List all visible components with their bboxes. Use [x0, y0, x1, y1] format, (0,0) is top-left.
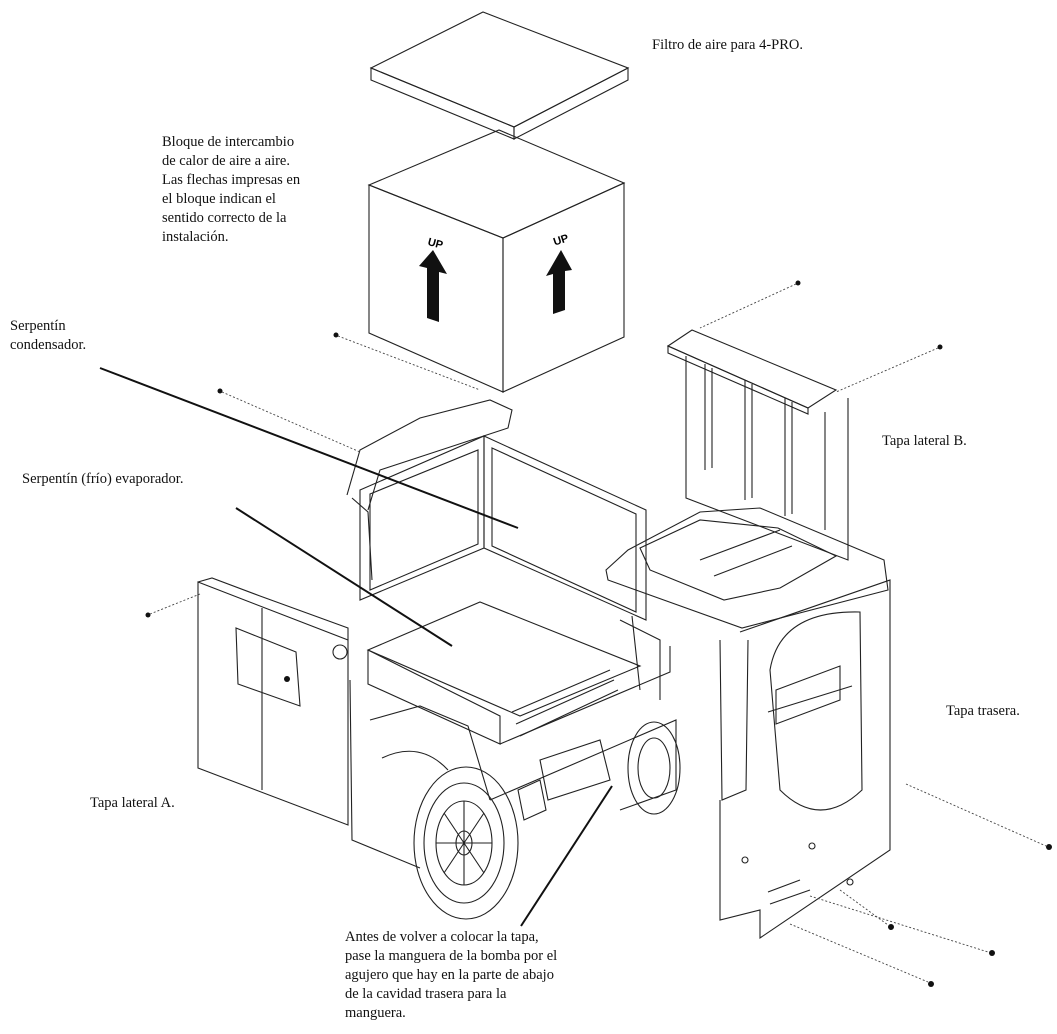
rear-cover	[605, 507, 891, 940]
side-cover-b	[666, 329, 849, 561]
rear-cover-label: Tapa trasera.	[946, 703, 1020, 719]
leader-lines	[99, 367, 613, 927]
side-cover-b-label: Tapa lateral B.	[882, 433, 967, 449]
air-filter-label: Filtro de aire para 4-PRO.	[652, 37, 804, 53]
evaporator-coil-label: Serpentín (frío) evaporador.	[22, 471, 184, 487]
air-filter-panel	[369, 11, 630, 140]
heat-exchange-block: UP UP	[367, 129, 626, 393]
side-cover-a-label: Tapa lateral A.	[90, 795, 175, 811]
heat-exchange-block-label: Bloque de intercambio de calor de aire a…	[162, 134, 301, 245]
block-up-text-right: UP	[552, 232, 570, 248]
up-arrow-left-icon	[419, 250, 447, 322]
condenser-coil-label: Serpentín condensador.	[10, 318, 87, 353]
side-cover-a	[197, 577, 349, 826]
block-up-text-left: UP	[426, 236, 444, 252]
up-arrow-right-icon	[546, 250, 572, 314]
screws	[145, 280, 1052, 987]
dehumidifier-chassis	[346, 399, 681, 920]
hose-note-label: Antes de volver a colocar la tapa, pase …	[345, 929, 558, 1021]
